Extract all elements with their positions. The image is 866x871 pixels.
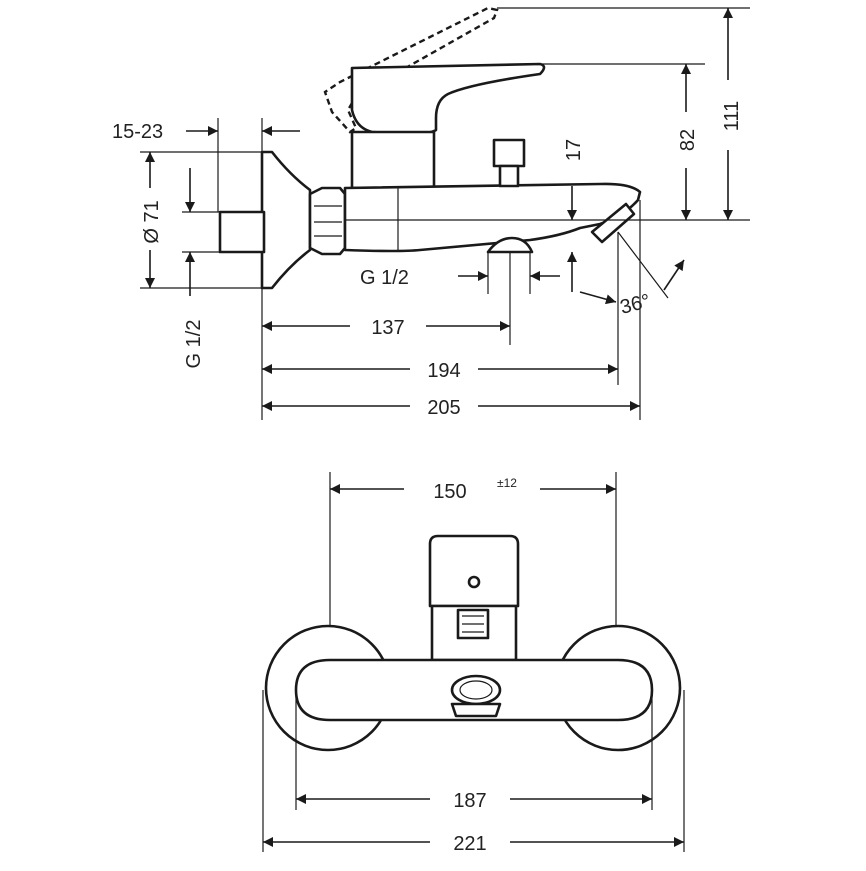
- dim-outlet-thread: G 1/2: [360, 267, 409, 289]
- wall-rosette: [260, 150, 312, 290]
- cartridge-housing: [350, 130, 436, 190]
- front-handle-cap: [428, 534, 520, 608]
- shower-outlet: [486, 236, 534, 254]
- dim-centers: 150: [433, 481, 466, 503]
- spout-aerator: [590, 202, 636, 244]
- diverter-knob: [492, 138, 526, 168]
- dim-wall-distance: 15-23: [112, 121, 163, 143]
- handle-raised-outline: [323, 6, 499, 134]
- dim-diameter: Ø 71: [141, 200, 163, 243]
- handle-indicator-dot: [467, 575, 481, 589]
- mixer-body-spout: [343, 182, 642, 253]
- dim-total-height: 111: [721, 101, 743, 131]
- dim-194: 194: [427, 360, 460, 382]
- dim-inlet-thread: G 1/2: [183, 320, 205, 369]
- dim-centers-tolerance: ±12: [497, 476, 517, 490]
- diverter-stem: [498, 164, 520, 188]
- dim-221: 221: [453, 833, 486, 855]
- dim-spout-height: 17: [563, 139, 585, 161]
- side-view: 15-23 Ø 71 G 1/2 17 G 1/2 82 111 36° 137: [112, 6, 750, 420]
- front-view: 150 ±12 187 221: [262, 472, 685, 855]
- dim-205: 205: [427, 397, 460, 419]
- handle-lever: [350, 62, 546, 136]
- union-nut: [308, 186, 347, 256]
- connection-nipple: [218, 210, 266, 254]
- dim-137: 137: [371, 317, 404, 339]
- dim-angle: 36°: [618, 290, 653, 319]
- dim-187: 187: [453, 790, 486, 812]
- dim-handle-height: 82: [677, 129, 699, 151]
- front-outlet: [450, 674, 502, 706]
